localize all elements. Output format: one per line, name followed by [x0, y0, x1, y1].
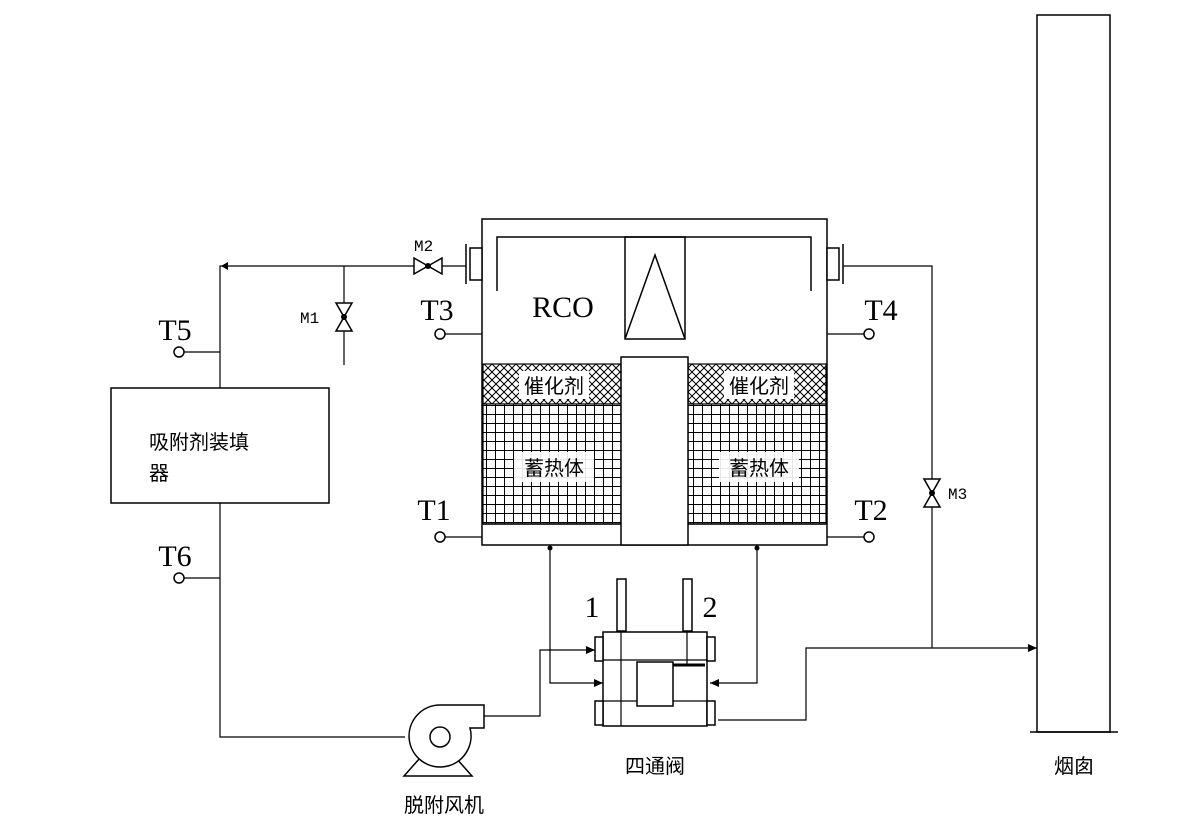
catalyst-label-left: 催化剂: [524, 374, 584, 398]
chimney: [1030, 14, 1118, 733]
sensor-t3-label: T3: [420, 294, 453, 327]
four-way-valve-label: 四通阀: [625, 754, 685, 778]
temperature-sensor-t1: [434, 531, 482, 543]
adsorbent-filler-label-line2: 器: [149, 461, 169, 485]
temperature-sensor-t5: [173, 346, 220, 358]
desorption-fan: [402, 704, 485, 777]
chimney-label: 烟囱: [1054, 754, 1094, 778]
port-2-label: 2: [703, 591, 718, 624]
temperature-sensor-t2: [827, 531, 875, 543]
heat-storage-label-left: 蓄热体: [524, 456, 584, 480]
adsorbent-filler-label-line1: 吸附剂装填: [149, 430, 249, 454]
valve-m2: [413, 256, 443, 276]
heat-storage-label-right: 蓄热体: [729, 456, 789, 480]
sensor-t2-label: T2: [854, 494, 887, 527]
valve-m1: [334, 302, 354, 332]
temperature-sensor-t6: [173, 572, 220, 584]
port-1-label: 1: [585, 591, 600, 624]
temperature-sensor-t3: [434, 328, 482, 340]
valve-m1-label: M1: [300, 310, 319, 328]
sensor-t5-label: T5: [158, 314, 191, 347]
sensor-t6-label: T6: [158, 540, 191, 573]
catalyst-label-right: 催化剂: [729, 374, 789, 398]
sensor-t4-label: T4: [864, 294, 897, 327]
rco-label: RCO: [532, 291, 594, 324]
desorption-fan-label: 脱附风机: [404, 793, 484, 817]
valve-m3: [922, 478, 942, 508]
valve-m2-label: M2: [414, 238, 433, 256]
temperature-sensor-t4: [827, 328, 875, 340]
four-way-valve: [594, 578, 716, 727]
sensor-t1-label: T1: [417, 494, 450, 527]
piping: [219, 262, 1037, 738]
valve-m3-label: M3: [948, 486, 967, 504]
